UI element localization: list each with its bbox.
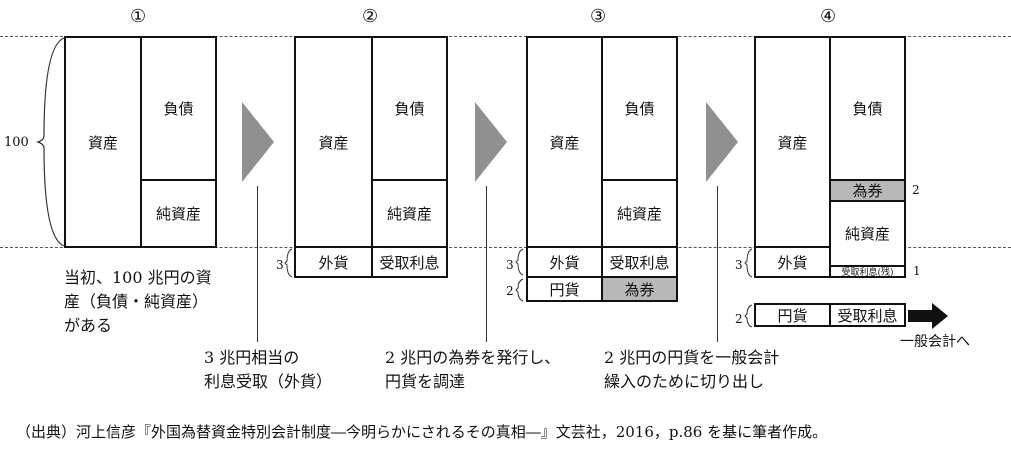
step2-assets: 資産 xyxy=(294,36,373,248)
step4-assets: 資産 xyxy=(754,36,831,248)
step3-fx-bill: 為券 xyxy=(601,276,678,302)
step2-net-assets: 純資産 xyxy=(371,179,448,248)
step4-foreign-currency: 外貨 xyxy=(754,246,831,278)
step3-liabilities: 負債 xyxy=(601,36,678,181)
arrow-1-2 xyxy=(242,102,274,182)
top-dashed-line xyxy=(0,36,1011,37)
scale-brace xyxy=(36,37,65,247)
step3-assets: 資産 xyxy=(526,36,603,248)
step-3-number: ③ xyxy=(590,6,607,27)
step2-foreign-currency: 外貨 xyxy=(294,246,373,278)
cutout-yen-currency: 円貨 xyxy=(754,303,831,327)
callout-line-4 xyxy=(717,186,718,342)
step3-amount-2: 2 xyxy=(506,284,514,298)
step3-interest-received: 受取利息 xyxy=(601,246,678,278)
to-general-account-label: 一般会計へ xyxy=(900,334,970,350)
step1-liabilities: 負債 xyxy=(140,36,217,181)
cutout-interest-received: 受取利息 xyxy=(829,303,906,327)
step3-amount-3: 3 xyxy=(506,258,514,272)
step-4-number: ④ xyxy=(820,6,837,27)
step4-amount-3: 3 xyxy=(735,258,743,272)
bottom-dashed-line xyxy=(0,247,1011,248)
to-general-account-arrow xyxy=(908,303,948,329)
arrow-2-3 xyxy=(475,102,507,182)
step-1-number: ① xyxy=(130,6,147,27)
step3-net-assets: 純資産 xyxy=(601,179,678,248)
step4-brace-3 xyxy=(744,248,753,278)
step-2-number: ② xyxy=(362,6,379,27)
note-step3: 2 兆円の為券を発行し、 円貨を調達 xyxy=(385,348,561,391)
step3-foreign-currency: 外貨 xyxy=(526,246,603,278)
source-note: （出典）河上信彦『外国為替資金特別会計制度―今明らかにされるその真相―』文芸社，… xyxy=(16,423,828,441)
step4-interest-remaining: 受取利息(残) xyxy=(829,265,906,278)
cutout-brace xyxy=(744,304,753,328)
callout-line-2 xyxy=(257,186,258,342)
step1-assets: 資産 xyxy=(64,36,142,248)
step3-brace-2 xyxy=(515,278,524,302)
note-step4: 2 兆円の円貨を一般会計 繰入のために切り出し xyxy=(604,348,780,391)
step4-amount-2: 2 xyxy=(912,183,920,197)
step4-amount-1: 1 xyxy=(913,264,921,278)
scale-label: 100 xyxy=(4,135,29,150)
step1-net-assets: 純資産 xyxy=(140,179,217,248)
note-initial: 当初、100 兆円の資 産（負債・純資産） がある xyxy=(64,268,212,335)
step3-brace-3 xyxy=(515,248,524,276)
step2-amount-3: 3 xyxy=(276,258,284,272)
note-step2: 3 兆円相当の 利息受取（外貨） xyxy=(204,348,333,391)
step2-liabilities: 負債 xyxy=(371,36,448,181)
arrow-3-4 xyxy=(706,102,738,182)
step4-liabilities: 負債 xyxy=(829,36,906,181)
cutout-amount-2: 2 xyxy=(735,312,743,326)
step4-fx-bill: 為券 xyxy=(829,179,906,202)
callout-line-3 xyxy=(486,186,487,342)
step3-yen-currency: 円貨 xyxy=(526,276,603,302)
step2-interest-received: 受取利息 xyxy=(371,246,448,278)
step2-brace xyxy=(284,248,293,278)
step4-net-assets: 純資産 xyxy=(829,200,906,267)
